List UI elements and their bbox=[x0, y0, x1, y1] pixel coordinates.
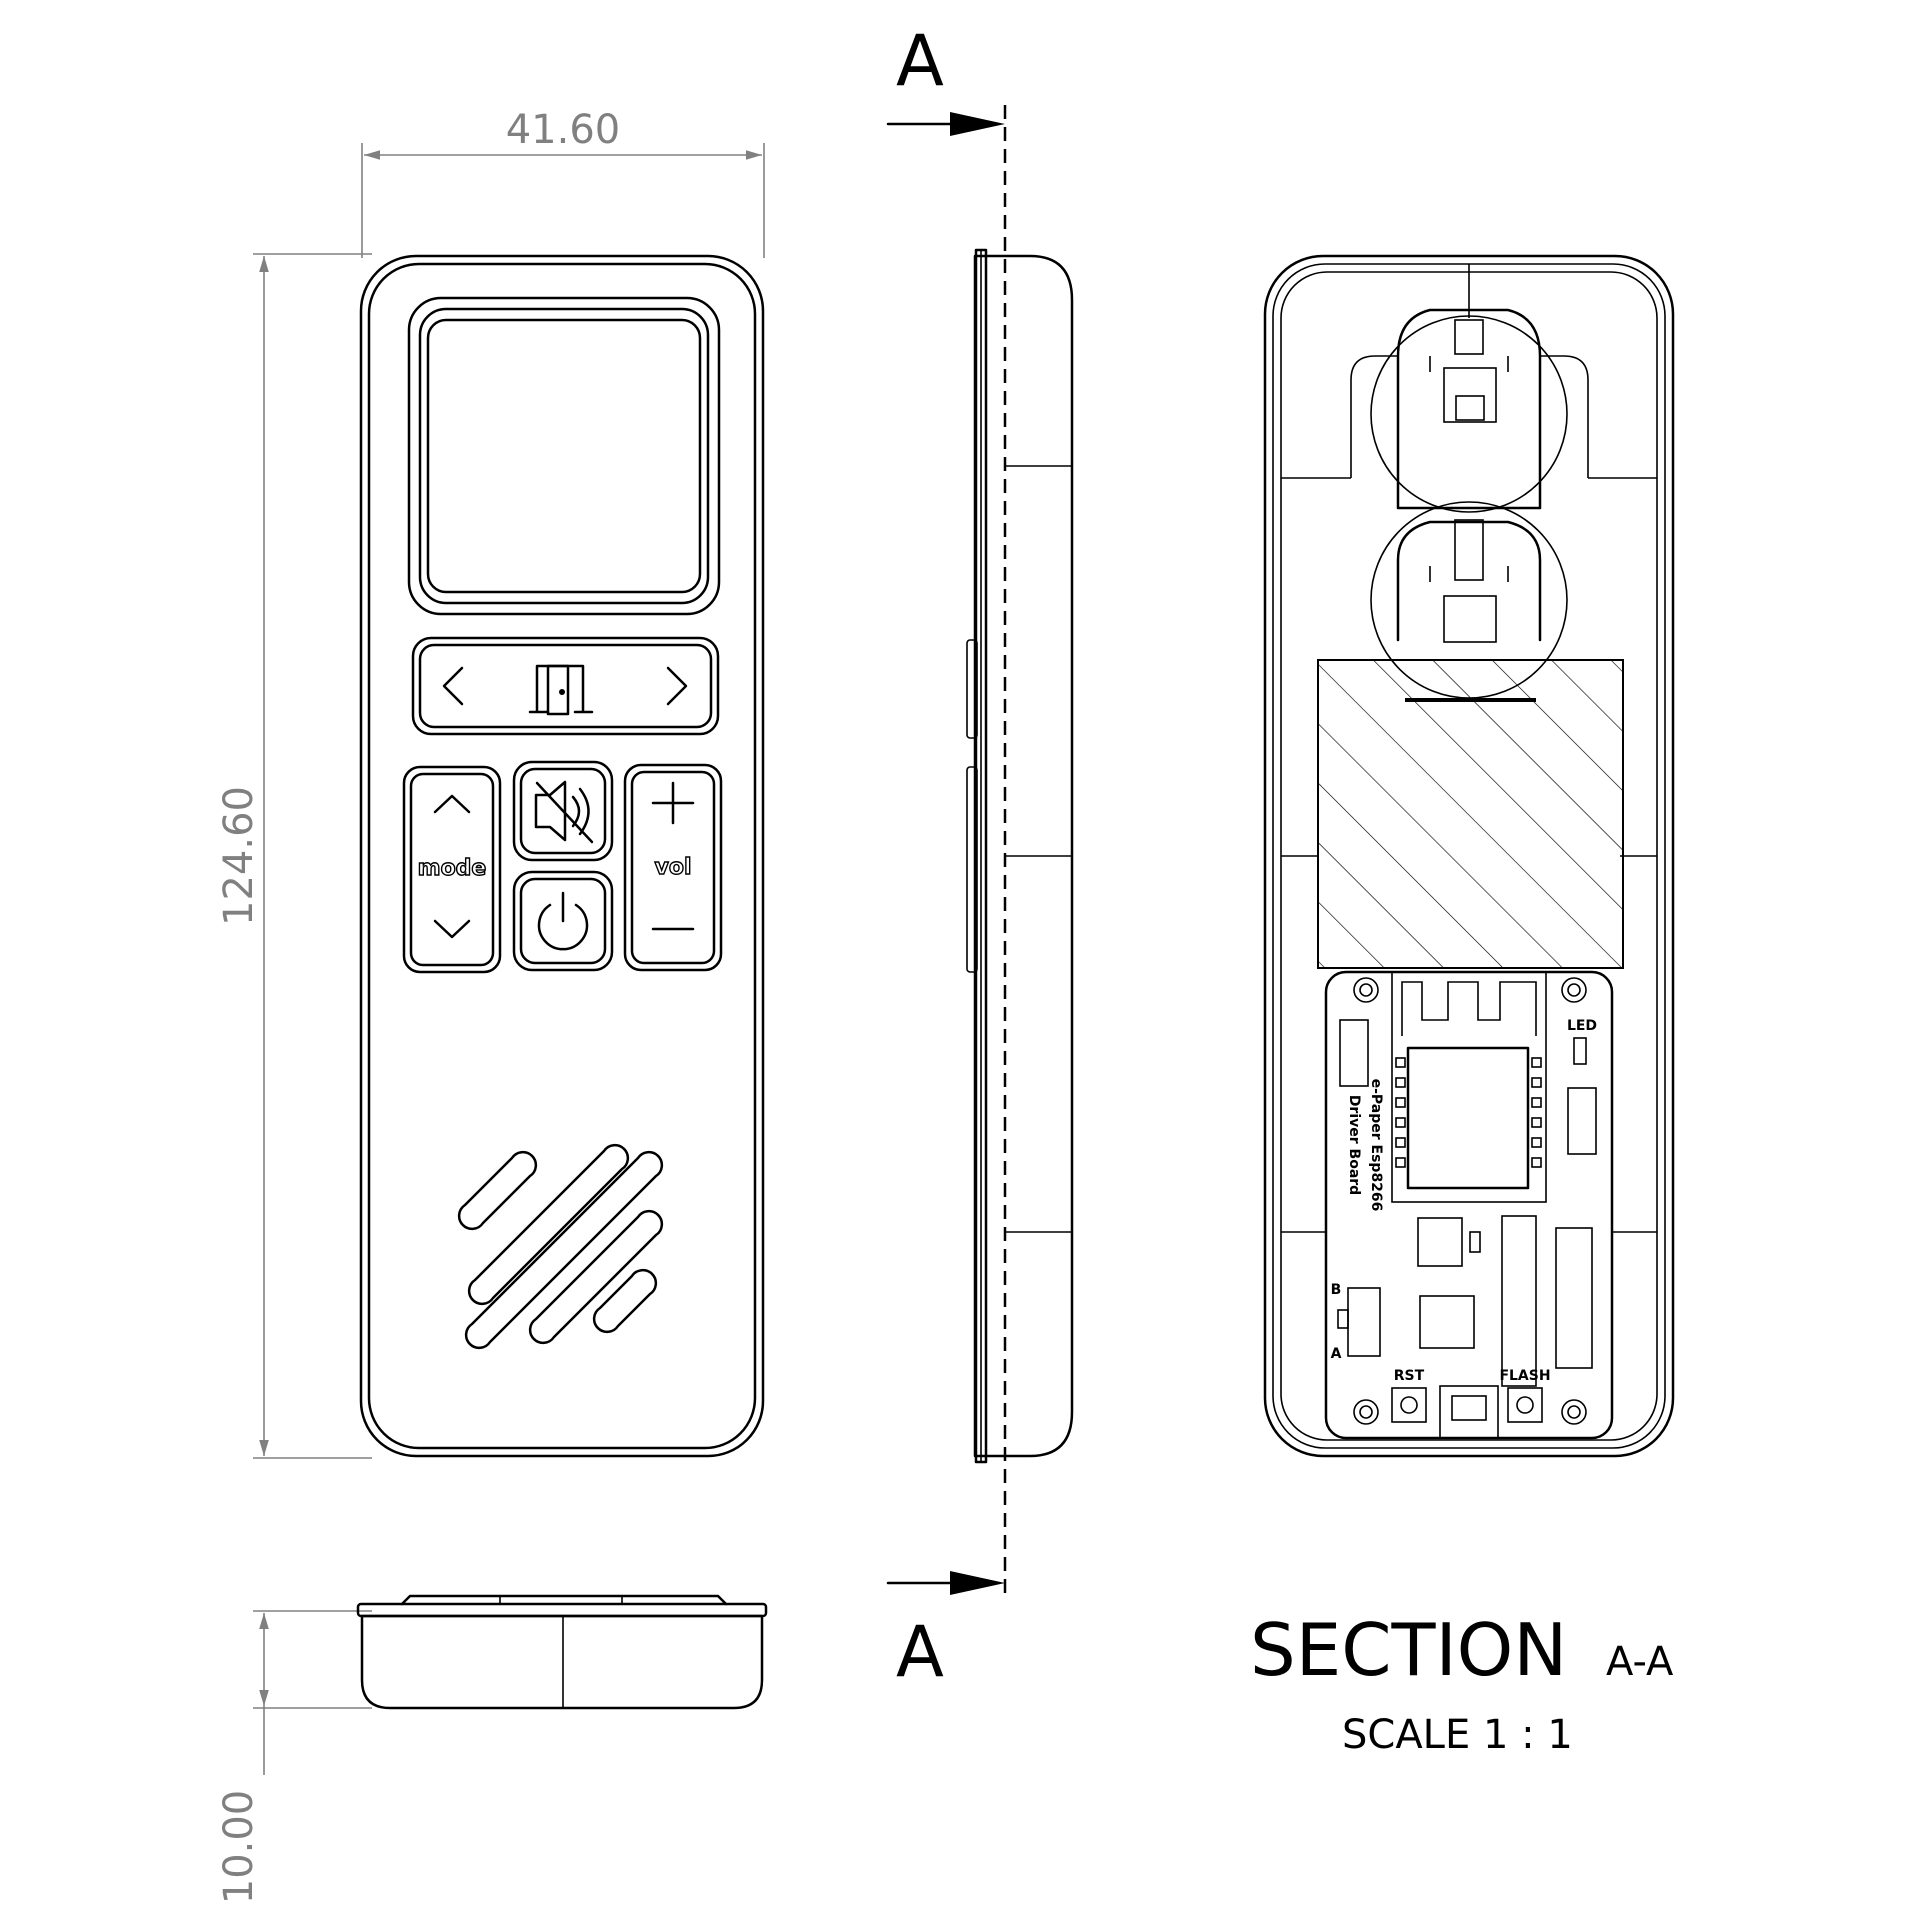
thickness-dimension-text: 10.00 bbox=[216, 1790, 262, 1905]
height-dimension-text: 124.60 bbox=[216, 786, 262, 926]
board-label-line1: e-Paper Esp8266 bbox=[1368, 1079, 1384, 1212]
epaper-section-hatch bbox=[1317, 659, 1624, 969]
side-view bbox=[966, 248, 1074, 1464]
mount-hole bbox=[1353, 1399, 1379, 1425]
esp-pin-right bbox=[1531, 1057, 1542, 1168]
nav-button-bar[interactable] bbox=[411, 636, 720, 736]
section-cut-line: A A bbox=[886, 20, 1007, 1693]
dimension-height: 124.60 bbox=[216, 253, 372, 1459]
section-scale: SCALE 1 : 1 bbox=[1342, 1712, 1573, 1758]
rst-button: RST bbox=[1391, 1368, 1427, 1423]
power-icon bbox=[537, 891, 589, 951]
chevron-left-icon bbox=[442, 666, 464, 706]
switch-a-label: A bbox=[1331, 1346, 1342, 1362]
section-title-main: SECTION bbox=[1250, 1608, 1567, 1692]
flash-label: FLASH bbox=[1499, 1368, 1550, 1384]
speaker-mute-icon bbox=[534, 780, 594, 844]
mount-hole bbox=[1353, 977, 1379, 1003]
dimension-width: 41.60 bbox=[361, 107, 765, 258]
section-view: LED e-Paper Esp8266 Driver Board B A RST bbox=[1263, 254, 1675, 1458]
section-letter-top: A bbox=[896, 20, 944, 102]
section-title: SECTION A-A SCALE 1 : 1 bbox=[1250, 1608, 1674, 1758]
speaker-grille bbox=[457, 1143, 664, 1350]
mount-hole bbox=[1561, 977, 1587, 1003]
board-label-line2: Driver Board bbox=[1346, 1095, 1362, 1195]
driver-board-pcb: LED e-Paper Esp8266 Driver Board B A RST bbox=[1324, 970, 1614, 1440]
display-screen bbox=[407, 296, 721, 616]
vol-label: vol bbox=[655, 855, 692, 880]
rst-label: RST bbox=[1394, 1368, 1425, 1384]
front-view: mode vol bbox=[359, 254, 765, 1458]
switch-b-label: B bbox=[1331, 1282, 1342, 1298]
chevron-down-icon bbox=[433, 919, 471, 939]
section-letter-bottom: A bbox=[896, 1611, 944, 1693]
esp-pin-left bbox=[1395, 1057, 1406, 1168]
plus-icon bbox=[651, 781, 695, 825]
volume-button[interactable]: vol bbox=[623, 763, 723, 972]
led-label: LED bbox=[1567, 1018, 1597, 1034]
width-dimension-text: 41.60 bbox=[506, 107, 621, 153]
dimension-thickness: 10.00 bbox=[216, 1610, 372, 1905]
chevron-right-icon bbox=[666, 666, 688, 706]
power-button[interactable] bbox=[512, 870, 614, 972]
section-title-suffix: A-A bbox=[1606, 1639, 1674, 1685]
mode-button[interactable]: mode bbox=[402, 765, 502, 974]
chevron-up-icon bbox=[433, 794, 471, 814]
door-exit-icon bbox=[528, 664, 594, 716]
bottom-view bbox=[356, 1594, 768, 1710]
flash-button: FLASH bbox=[1499, 1368, 1551, 1423]
coin-battery-holder bbox=[1370, 308, 1568, 699]
mount-hole bbox=[1561, 1399, 1587, 1425]
mode-label: mode bbox=[418, 856, 487, 881]
mute-button[interactable] bbox=[512, 760, 614, 862]
